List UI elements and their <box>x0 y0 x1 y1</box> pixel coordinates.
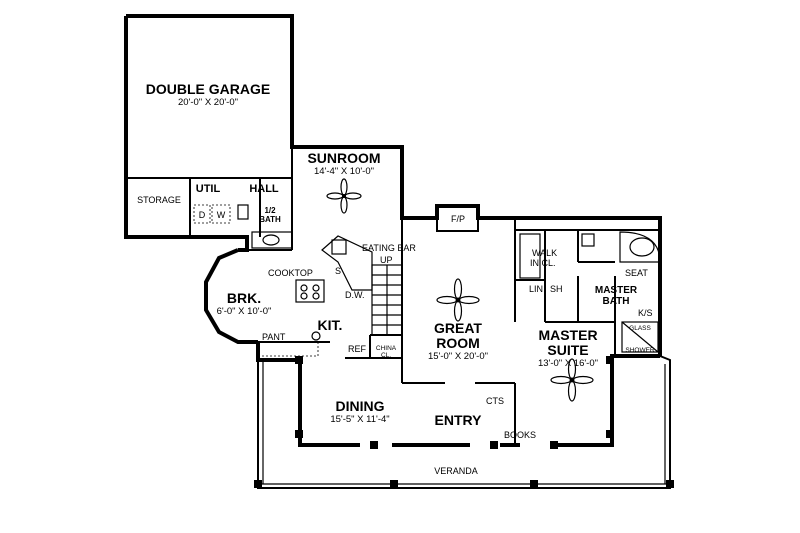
master-bath-line2: BATH <box>602 296 629 307</box>
hall-label: HALL <box>249 183 279 195</box>
fireplace <box>436 205 479 232</box>
veranda-label: VERANDA <box>434 466 478 476</box>
master-bath-fixtures <box>519 231 661 353</box>
walk-in-line2: IN CL. <box>530 258 556 268</box>
cooktop-label: COOKTOP <box>268 268 313 278</box>
ks-label: K/S <box>638 308 653 318</box>
eating-bar-label: EATING BAR <box>362 243 416 253</box>
half-bath-line1: 1/2 <box>264 206 276 215</box>
master-suite-name-1: MASTER <box>538 327 597 343</box>
pantry-label: PANT <box>262 332 286 342</box>
ceiling-fans <box>326 178 594 402</box>
dryer-label: D <box>199 210 206 220</box>
cts-label: CTS <box>486 396 504 406</box>
master-bath-line1: MASTER <box>595 285 638 296</box>
glass-shower-line1: GLASS <box>629 325 651 332</box>
china-line2: CL. <box>381 352 391 359</box>
ref-label: REF <box>348 344 367 354</box>
storage-label: STORAGE <box>137 195 181 205</box>
dishwasher-label: D.W. <box>345 290 365 300</box>
garage-dims: 20'-0" X 20'-0" <box>178 97 238 108</box>
linen-label: LIN <box>529 284 543 294</box>
glass-shower-line2: SHOWER <box>625 347 655 354</box>
great-room-dims: 15'-0" X 20'-0" <box>428 351 488 362</box>
sunroom-name: SUNROOM <box>307 150 380 166</box>
dining-dims: 15'-5" X 11'-4" <box>330 414 389 425</box>
dining-name: DINING <box>336 398 385 414</box>
washer-label: W <box>217 210 226 220</box>
books-label: BOOKS <box>504 430 536 440</box>
great-room-name-1: GREAT <box>434 320 482 336</box>
seat-label: SEAT <box>625 268 648 278</box>
breakfast-dims: 6'-0" X 10'-0" <box>217 306 272 317</box>
walk-in-line1: WALK <box>532 248 557 258</box>
china-line1: CHINA <box>376 345 397 352</box>
shower-label: SH <box>550 284 563 294</box>
master-suite-dims: 13'-0" X 16'-0" <box>538 358 598 369</box>
up-label: UP <box>380 255 393 265</box>
great-room-name-2: ROOM <box>436 335 480 351</box>
kitchen-fixtures <box>257 235 373 357</box>
master-suite-name-2: SUITE <box>547 342 588 358</box>
entry-label: ENTRY <box>435 412 483 428</box>
stair <box>371 264 403 336</box>
fireplace-label: F/P <box>451 214 465 224</box>
util-label: UTIL <box>196 183 221 195</box>
garage-name: DOUBLE GARAGE <box>146 81 270 97</box>
kitchen-name: KIT. <box>318 317 343 333</box>
utility-fixtures <box>193 204 293 249</box>
sink-label: S <box>335 266 341 276</box>
breakfast-name: BRK. <box>227 290 261 306</box>
half-bath-line2: BATH <box>259 215 281 224</box>
veranda-outline <box>254 355 674 489</box>
sunroom-dims: 14'-4" X 10'-0" <box>314 166 374 177</box>
